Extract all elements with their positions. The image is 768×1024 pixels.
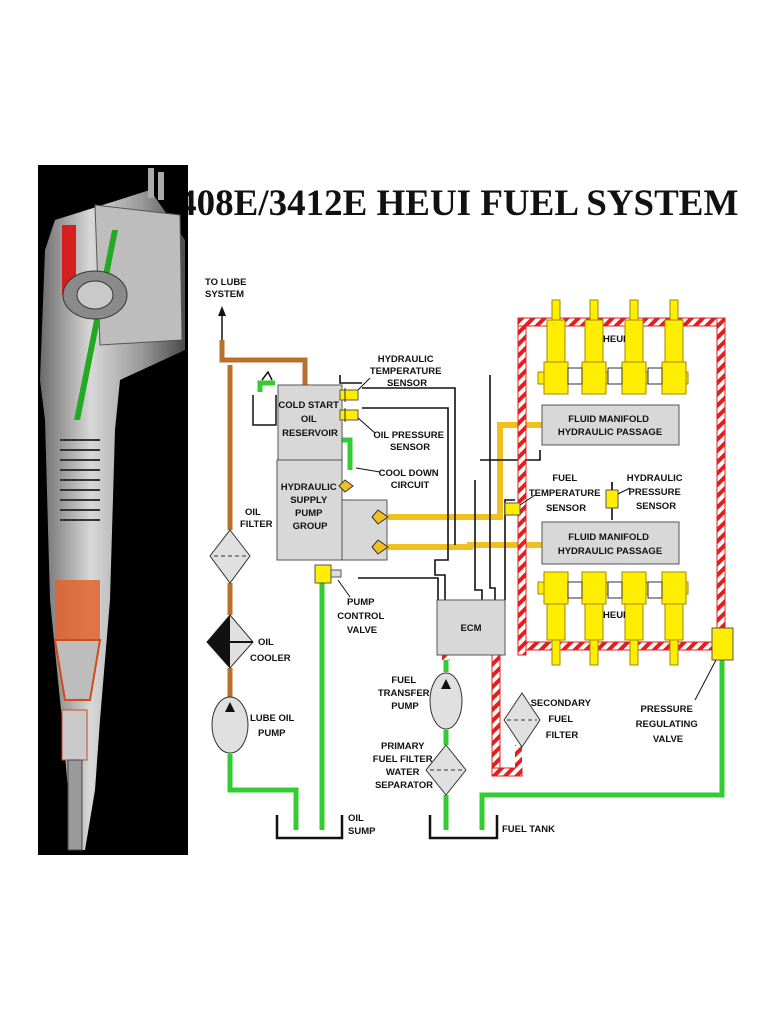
oil-sump (275, 815, 344, 840)
oil-cooler (206, 614, 254, 669)
lube-oil-pump-label: LUBE OIL PUMP (250, 713, 297, 739)
return-lines (442, 317, 726, 777)
primary-fuel-filter (425, 744, 467, 796)
hydraulic-temperature-sensor (339, 388, 359, 402)
to-lube-system-label: TO LUBE SYSTEM (205, 277, 249, 300)
oil-filter (209, 529, 251, 584)
primary-filter-label: PRIMARY FUEL FILTER WATER SEPARATOR (373, 741, 435, 791)
fluid-manifold-top: FLUID MANIFOLD HYDRAULIC PASSAGE (541, 404, 680, 446)
secondary-filter-label: SECONDARY FUEL FILTER (531, 698, 594, 741)
cool-down-label: COOL DOWN CIRCUIT (379, 468, 442, 491)
cold-start-oil-reservoir: COLD START OIL RESERVOIR (277, 384, 343, 461)
heui-top-label: HEUI (603, 334, 626, 345)
fluid-manifold-bottom: FLUID MANIFOLD HYDRAULIC PASSAGE (541, 521, 680, 565)
manifold-top-label: FLUID MANIFOLD HYDRAULIC PASSAGE (558, 414, 662, 438)
fuel-transfer-pump (429, 672, 463, 730)
secondary-fuel-filter (503, 692, 541, 748)
hyd-pressure-sensor-label: HYDRAULIC PRESSURE SENSOR (627, 473, 686, 512)
pressure-regulating-valve-label: PRESSURE REGULATING VALVE (636, 704, 701, 745)
fuel-tank-label: FUEL TANK (502, 824, 555, 835)
injector-cutaway-illustration (38, 165, 188, 855)
lube-oil-pump (211, 696, 249, 754)
pump-control-valve-label: PUMP CONTROL VALVE (337, 597, 386, 636)
manifold-bottom-label: FLUID MANIFOLD HYDRAULIC PASSAGE (558, 532, 662, 557)
fuel-lines (227, 380, 725, 830)
hydraulic-pressure-sensor (605, 482, 619, 509)
ecm-module: ECM (436, 599, 506, 656)
heui-injectors-bottom (537, 571, 689, 666)
fuel-temperature-sensor (504, 502, 521, 516)
fuel-temp-sensor-label: FUEL TEMPERATURE SENSOR (529, 473, 603, 514)
arrow-to-lube (218, 306, 226, 340)
oil-filter-label: OIL FILTER (240, 507, 273, 530)
cold-start-label: COLD START OIL RESERVOIR (278, 400, 341, 439)
oil-pressure-sensor (339, 408, 359, 422)
hydraulic-supply-label: HYDRAULIC SUPPLY PUMP GROUP (281, 482, 340, 532)
oil-cooler-label: OIL COOLER (250, 637, 291, 664)
heui-bottom-label: HEUI (603, 610, 626, 621)
pressure-regulating-valve (711, 627, 734, 661)
ecm-label: ECM (460, 623, 481, 634)
oil-sump-label: OIL SUMP (348, 813, 376, 837)
hyd-temp-sensor-label: HYDRAULIC TEMPERATURE SENSOR (370, 354, 444, 389)
oil-lines (219, 340, 308, 700)
pump-control-valve (314, 564, 342, 584)
page-title: 3408E/3412E HEUI FUEL SYSTEM (160, 183, 739, 224)
hydraulic-supply-pump-group: HYDRAULIC SUPPLY PUMP GROUP (276, 459, 389, 561)
heui-injectors-top (537, 299, 689, 395)
vent-cap (252, 370, 277, 426)
fuel-tank (428, 815, 499, 840)
fuel-transfer-pump-label: FUEL TRANSFER PUMP (378, 675, 432, 712)
electrical-wiring (339, 375, 613, 600)
oil-pressure-sensor-label: OIL PRESSURE SENSOR (373, 430, 446, 453)
